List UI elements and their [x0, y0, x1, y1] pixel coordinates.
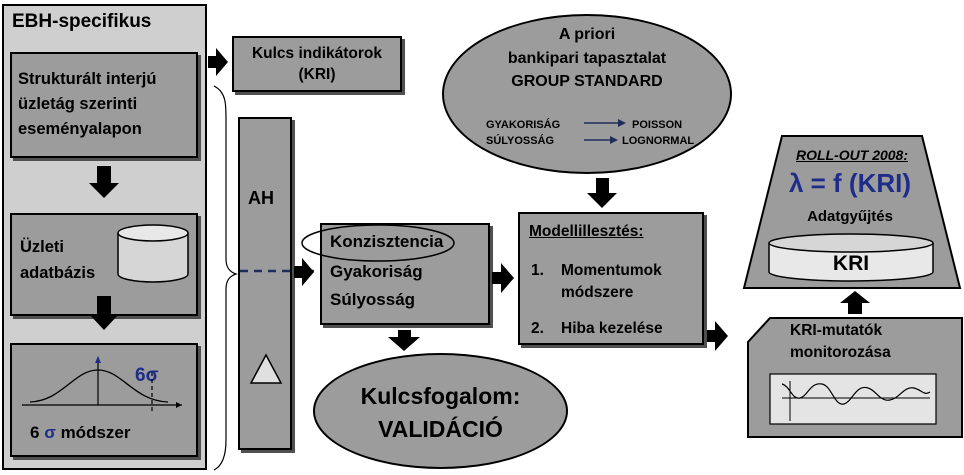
right-arrow-kri — [208, 48, 228, 76]
sigma-method-label: 6 σ módszer — [30, 423, 130, 443]
right-arrow-model — [492, 263, 514, 293]
validation-line2: VALIDÁCIÓ — [378, 416, 503, 442]
poisson-label: POISSON — [632, 119, 683, 131]
sigma-symbol: σ — [44, 423, 56, 442]
model-fitting-title: Modellillesztés: — [529, 223, 644, 240]
interview-text: Strukturált interjú üzletág szerinti ese… — [18, 70, 157, 138]
monitor-line1: KRI-mutatók — [790, 322, 883, 339]
rollout-formula: λ = f (KRI) — [755, 168, 945, 199]
consistency-box: Konzisztencia Gyakoriság Súlyosság — [320, 223, 490, 325]
monitoring-chart-icon — [769, 373, 937, 425]
model-item2-text: Hiba kezelése — [561, 320, 663, 337]
frequency-item: Gyakoriság — [330, 262, 423, 281]
validation-ellipse — [313, 353, 568, 469]
method-suffix: módszer — [55, 423, 131, 442]
model-item1-line2: módszere — [561, 284, 634, 301]
down-arrow-validation — [388, 330, 420, 351]
method-prefix: 6 — [30, 423, 40, 442]
data-collection-label: Adatgyűjtés — [807, 208, 893, 225]
brace-bracket — [213, 85, 238, 471]
interview-box: Strukturált interjú üzletág szerinti ese… — [10, 52, 198, 158]
formula-rest: = f (KRI) — [803, 168, 912, 198]
severity-item: Súlyosság — [330, 290, 416, 309]
rollout-title: ROLL-OUT 2008: — [795, 147, 908, 163]
consistency-item: Konzisztencia — [330, 232, 444, 251]
down-arrow-priori — [587, 178, 617, 208]
a-priori-line3: GROUP STANDARD — [511, 73, 663, 90]
ah-column: AH — [238, 117, 292, 450]
model-item2-num: 2. — [531, 320, 544, 337]
right-arrow-monitor — [707, 321, 728, 351]
database-box: Üzleti adatbázis — [10, 213, 198, 316]
lognormal-label: LOGNORMAL — [622, 135, 695, 147]
validation-line1: Kulcsfogalom: — [360, 383, 521, 409]
right-arrow-consistency — [294, 258, 314, 286]
model-item1-line1: Momentumok — [561, 262, 662, 279]
kri-indicators-text: Kulcs indikátorok (KRI) — [251, 45, 383, 83]
a-priori-ellipse — [442, 14, 732, 174]
sigma-method-box: 6 σ módszer 6σ — [10, 343, 198, 457]
kri-cylinder-label: KRI — [832, 252, 870, 275]
model-fitting-box: Modellillesztés: 1. Momentumok módszere … — [518, 212, 704, 345]
severity-label: SÚLYOSSÁG — [486, 135, 555, 147]
lambda-symbol: λ — [788, 168, 804, 198]
monitor-line2: monitorozása — [790, 344, 891, 361]
kri-indicators-box: Kulcs indikátorok (KRI) — [232, 36, 402, 92]
a-priori-line2: bankipari tapasztalat — [507, 50, 667, 67]
left-panel-title: EBH-specifikus — [12, 11, 152, 32]
model-item1-num: 1. — [531, 262, 544, 279]
up-arrow-rollout — [840, 291, 870, 314]
database-label: Üzleti adatbázis — [20, 238, 96, 282]
a-priori-line1: A priori — [558, 26, 616, 43]
six-sigma-mark: 6σ — [135, 365, 159, 386]
ah-label: AH — [248, 188, 274, 208]
frequency-label: GYAKORISÁG — [486, 119, 561, 131]
